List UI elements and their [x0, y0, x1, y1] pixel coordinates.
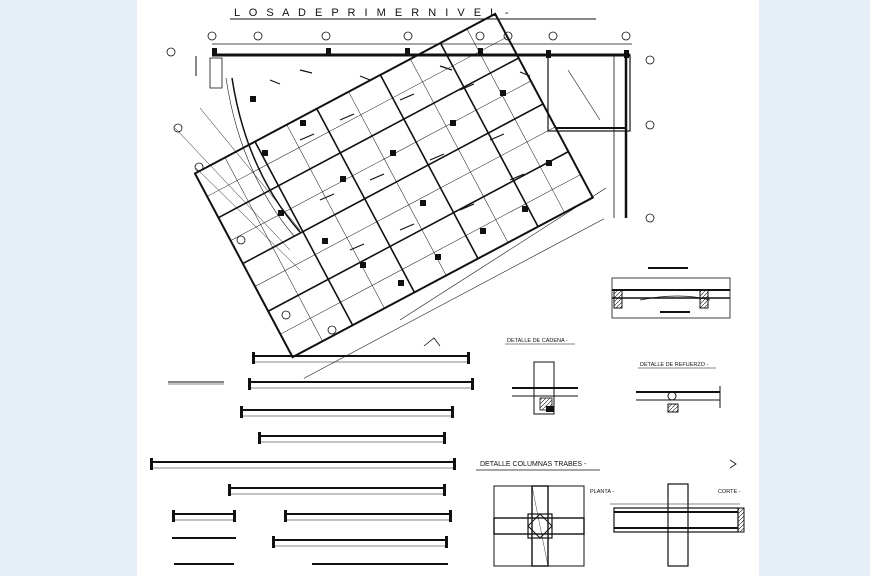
corte-label: CORTE -	[718, 489, 741, 495]
axis-bubbles-top	[207, 31, 631, 41]
refuerzo-label: DETALLE DE REFUERZO -	[640, 362, 709, 368]
axis-bubbles-left	[166, 47, 337, 335]
refuerzo-detail: DETALLE DE REFUERZO -	[636, 362, 721, 413]
title-block: L O S A D E P R I M E R N I V E L -	[230, 7, 596, 20]
right-margin	[759, 0, 870, 576]
cadena-label: DETALLE DE CADENA -	[507, 338, 568, 344]
axis-bubbles-right	[645, 55, 655, 223]
section-detail	[611, 267, 731, 319]
beam-schedule	[150, 337, 474, 565]
drawing-title: L O S A D E P R I M E R N I V E L -	[234, 7, 512, 19]
columnas-trabes-label: DETALLE COLUMNAS TRABES -	[480, 461, 587, 468]
columnas-trabes-detail: DETALLE COLUMNAS TRABES - PLANTA - CORTE…	[476, 459, 745, 567]
cadena-detail: DETALLE DE CADENA -	[505, 338, 578, 415]
floor-plan	[166, 12, 655, 379]
left-margin	[0, 0, 137, 576]
planta-label: PLANTA -	[590, 489, 614, 495]
